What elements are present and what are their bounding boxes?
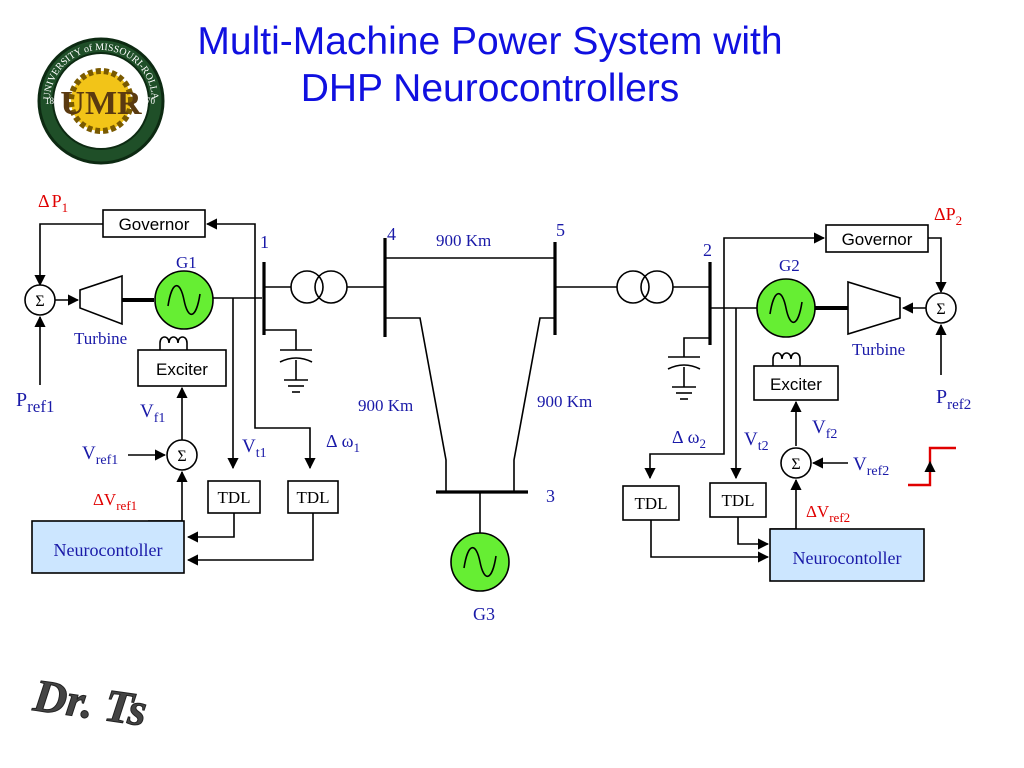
dw1-measurement-arrow bbox=[254, 298, 316, 470]
page-title: Multi-Machine Power System with DHP Neur… bbox=[180, 18, 800, 112]
neurocontroller-label-1: Neurocontoller bbox=[54, 540, 163, 560]
governor-to-sum-arrow-2 bbox=[928, 237, 947, 294]
tdl-label-2b: TDL bbox=[721, 491, 754, 510]
pref2-label: Pref2 bbox=[936, 386, 971, 413]
line-4-5-label: 900 Km bbox=[436, 231, 491, 250]
capacitor-lead-1 bbox=[264, 329, 297, 350]
vt1-label: Vt1 bbox=[242, 436, 267, 461]
field-coil-1 bbox=[159, 336, 188, 344]
vref2-label: Vref2 bbox=[853, 454, 889, 479]
logo-gear bbox=[68, 68, 134, 134]
delta-p2-label: ΔP2 bbox=[934, 204, 962, 228]
dvref1-label: ΔVref1 bbox=[93, 490, 137, 513]
bus-1-label: 1 bbox=[260, 232, 269, 252]
governor-box-2 bbox=[825, 224, 929, 253]
bus-4-label: 4 bbox=[387, 224, 396, 244]
exciter-label-2: Exciter bbox=[770, 375, 822, 394]
field-coil-2 bbox=[772, 352, 801, 360]
right-subsystem: ΔP2 Governor Σ Pref2 Turbine G2 Exciter bbox=[622, 204, 971, 582]
pref1-label: Pref1 bbox=[16, 389, 55, 416]
bus-2-label: 2 bbox=[703, 240, 712, 260]
governor-to-sum-arrow-1 bbox=[34, 223, 103, 287]
governor-label-2: Governor bbox=[842, 230, 913, 249]
transformer-2-coil-b bbox=[640, 270, 674, 304]
dvref1-arrow bbox=[148, 470, 188, 522]
generator-g1-sine bbox=[167, 284, 201, 316]
power-sum-symbol-1: Σ bbox=[35, 293, 44, 310]
tdl-label-2a: TDL bbox=[634, 494, 667, 513]
power-sum-symbol-2: Σ bbox=[936, 301, 945, 318]
transformer-1-coil-a bbox=[290, 270, 324, 304]
voltage-sum-symbol-1: Σ bbox=[177, 448, 186, 465]
dvref2-label: ΔVref2 bbox=[806, 502, 850, 525]
generator-g3-label: G3 bbox=[473, 604, 495, 624]
tdl-box-2b bbox=[709, 482, 767, 518]
vref1-label: Vref1 bbox=[82, 443, 118, 468]
tdl-box-1b bbox=[287, 480, 339, 514]
title-line-1: Multi-Machine Power System with bbox=[197, 20, 783, 63]
exciter-label-1: Exciter bbox=[156, 360, 208, 379]
line-5-3-label: 900 Km bbox=[537, 392, 592, 411]
line-4-3 bbox=[385, 317, 447, 492]
tdl2a-to-neuro-arrow bbox=[650, 520, 770, 563]
bus-3-label: 3 bbox=[546, 486, 555, 506]
logo-year-right: 70 bbox=[146, 96, 156, 106]
voltage-sum-junction-2 bbox=[780, 447, 812, 479]
tdl1a-to-neuro-arrow bbox=[186, 513, 235, 543]
exciter-box-2 bbox=[753, 365, 839, 401]
bus-5-label: 5 bbox=[556, 220, 565, 240]
step-input-symbol bbox=[908, 446, 956, 487]
transmission-network: 1 4 5 900 Km 900 Km 900 Km 3 bbox=[260, 220, 712, 624]
turbine-label-2: Turbine bbox=[852, 340, 905, 359]
logo-year-left: 18 bbox=[45, 96, 55, 106]
university-logo: UNIVERSITY of MISSOURI-ROLLA Founded as … bbox=[0, 0, 165, 165]
generator-g2-sine bbox=[769, 292, 803, 324]
dw2-measurement-arrow bbox=[644, 300, 725, 480]
neurocontroller-box-2 bbox=[769, 528, 925, 582]
tdl-label-1a: TDL bbox=[217, 488, 250, 507]
line-5-3 bbox=[513, 317, 555, 492]
vf2-label: Vf2 bbox=[812, 417, 837, 442]
turbine-2 bbox=[847, 280, 901, 336]
tdl2b-to-neuro-arrow bbox=[737, 517, 770, 550]
line-4-3-label: 900 Km bbox=[358, 396, 413, 415]
capacitor-plate-2b bbox=[667, 364, 701, 370]
tdl-box-1a bbox=[207, 480, 261, 514]
tdl1b-to-neuro-arrow bbox=[186, 513, 314, 566]
transformer-2-coil-a bbox=[616, 270, 650, 304]
transformer-1-coil-b bbox=[314, 270, 348, 304]
voltage-sum-junction-1 bbox=[166, 439, 198, 471]
capacitor-plate-1b bbox=[279, 357, 313, 363]
neurocontroller-box-1 bbox=[31, 520, 185, 574]
logo-monogram: UMR bbox=[60, 85, 142, 122]
speed-feedback-to-governor-2 bbox=[723, 232, 826, 300]
governor-label-1: Governor bbox=[119, 215, 190, 234]
generator-g3-sine bbox=[463, 546, 497, 578]
capacitor-lead-2 bbox=[683, 337, 710, 357]
dvref2-arrow bbox=[770, 478, 802, 530]
generator-g1-label: G1 bbox=[176, 253, 197, 272]
generator-g2-label: G2 bbox=[779, 256, 800, 275]
author-signature: Dr. Ts bbox=[29, 669, 150, 736]
neurocontroller-label-2: Neurocontoller bbox=[793, 548, 902, 568]
tdl-label-1b: TDL bbox=[296, 488, 329, 507]
speed-feedback-to-governor-1 bbox=[205, 218, 256, 298]
exciter-box-1 bbox=[137, 349, 227, 387]
voltage-sum-symbol-2: Σ bbox=[791, 456, 800, 473]
signature-text: Dr. Ts bbox=[30, 669, 150, 735]
turbine-label-1: Turbine bbox=[74, 329, 127, 348]
title-line-2: DHP Neurocontrollers bbox=[300, 67, 680, 110]
turbine-1 bbox=[79, 274, 123, 326]
tdl-box-2a bbox=[622, 485, 680, 521]
vf1-label: Vf1 bbox=[140, 401, 165, 426]
vt2-label: Vt2 bbox=[744, 429, 769, 454]
